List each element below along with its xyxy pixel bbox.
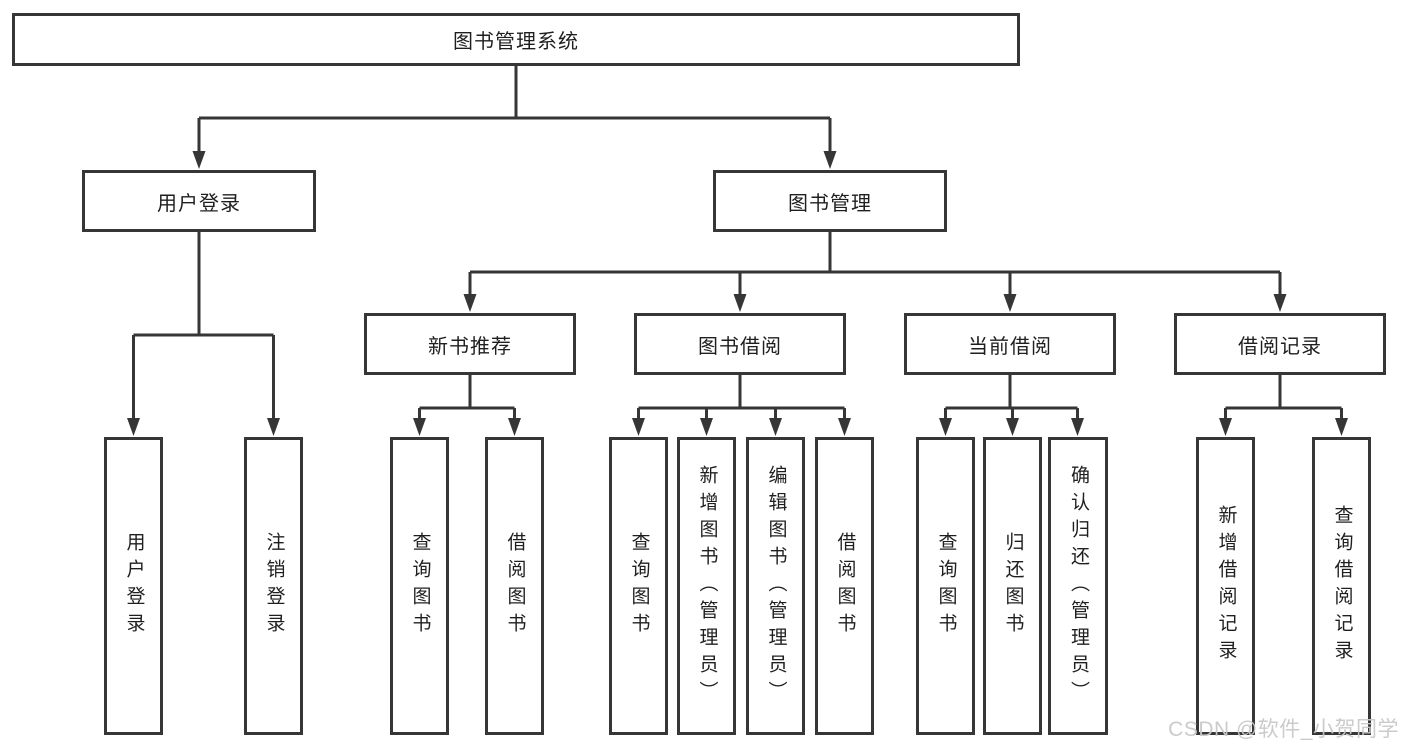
node-borrow-records: 借阅记录: [1174, 313, 1386, 375]
leaf-logout-label: 注销登录: [263, 532, 285, 640]
leaf-query-borrow-record: 查询借阅记录: [1312, 437, 1371, 735]
leaf-borrow-books-recommend-label: 借阅图书: [504, 532, 526, 640]
node-new-book-recommend-label: 新书推荐: [428, 335, 512, 358]
node-book-management-label: 图书管理: [788, 192, 872, 215]
leaf-edit-book-admin-label: 编辑图书（管理员）: [765, 464, 787, 708]
node-book-management: 图书管理: [713, 170, 947, 232]
leaf-user-login-label: 用户登录: [123, 532, 145, 640]
node-current-borrow: 当前借阅: [904, 313, 1116, 375]
leaf-query-borrow-record-label: 查询借阅记录: [1331, 505, 1353, 667]
leaf-borrow-books-recommend: 借阅图书: [485, 437, 544, 735]
leaf-borrow-books-borrow: 借阅图书: [815, 437, 874, 735]
node-borrow-records-label: 借阅记录: [1238, 335, 1322, 358]
node-new-book-recommend: 新书推荐: [364, 313, 576, 375]
node-current-borrow-label: 当前借阅: [968, 335, 1052, 358]
csdn-watermark: CSDN @软件_小贺同学: [1168, 718, 1399, 741]
leaf-return-book: 归还图书: [983, 437, 1042, 735]
node-book-borrow: 图书借阅: [634, 313, 846, 375]
leaf-logout: 注销登录: [244, 437, 303, 735]
leaf-add-book-admin: 新增图书（管理员）: [677, 437, 736, 735]
node-user-login-label: 用户登录: [157, 192, 241, 215]
leaf-add-borrow-record-label: 新增借阅记录: [1215, 505, 1237, 667]
leaf-add-borrow-record: 新增借阅记录: [1196, 437, 1255, 735]
leaf-query-books-borrow-label: 查询图书: [628, 532, 650, 640]
leaf-edit-book-admin: 编辑图书（管理员）: [746, 437, 805, 735]
node-user-login: 用户登录: [82, 170, 316, 232]
leaf-return-book-label: 归还图书: [1002, 532, 1024, 640]
leaf-confirm-return-admin-label: 确认归还（管理员）: [1067, 464, 1089, 708]
node-root: 图书管理系统: [12, 13, 1020, 66]
leaf-query-books-recommend: 查询图书: [390, 437, 449, 735]
leaf-borrow-books-borrow-label: 借阅图书: [834, 532, 856, 640]
leaf-query-books-borrow: 查询图书: [609, 437, 668, 735]
leaf-query-books-current: 查询图书: [916, 437, 975, 735]
leaf-query-books-current-label: 查询图书: [935, 532, 957, 640]
node-book-borrow-label: 图书借阅: [698, 335, 782, 358]
node-root-label: 图书管理系统: [453, 31, 579, 53]
leaf-add-book-admin-label: 新增图书（管理员）: [696, 464, 718, 708]
leaf-user-login: 用户登录: [104, 437, 163, 735]
arrowhead-icons: [127, 151, 1348, 436]
leaf-query-books-recommend-label: 查询图书: [409, 532, 431, 640]
leaf-confirm-return-admin: 确认归还（管理员）: [1048, 437, 1108, 735]
